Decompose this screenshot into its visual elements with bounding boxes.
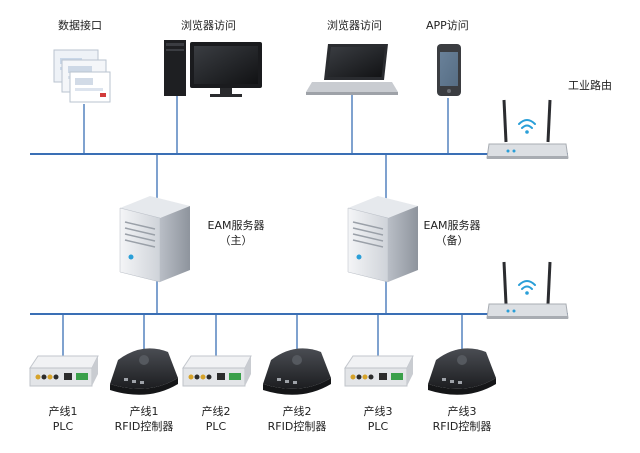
plc-device-1-icon xyxy=(29,355,99,387)
data-interface-icon xyxy=(53,49,111,103)
label-server-primary: EAM服务器 （主） xyxy=(196,218,276,248)
label-device-1: 产线1 PLC xyxy=(33,404,93,434)
label-device-3: 产线2 PLC xyxy=(186,404,246,434)
plc-device-3-icon xyxy=(344,355,414,387)
wifi-icon xyxy=(518,119,536,129)
rfid-controller-3-icon xyxy=(428,348,496,395)
device-line: 产线1 xyxy=(48,405,78,418)
desktop-computer-icon xyxy=(164,40,262,97)
device-line: 产线2 xyxy=(201,405,231,418)
server-primary-name: EAM服务器 xyxy=(207,219,265,232)
device-type: PLC xyxy=(52,420,74,433)
industrial-router-bottom-icon xyxy=(486,261,569,319)
laptop-icon xyxy=(306,44,398,95)
device-type: PLC xyxy=(367,420,389,433)
device-line: 产线3 xyxy=(447,405,477,418)
network-lines xyxy=(30,153,568,315)
label-industrial-router: 工业路由 xyxy=(568,79,612,92)
label-app-access: APP访问 xyxy=(426,19,469,32)
pc-tower xyxy=(164,40,186,96)
device-type: RFID控制器 xyxy=(114,420,174,433)
label-data-interface: 数据接口 xyxy=(58,19,102,32)
server-primary-role: （主） xyxy=(219,234,253,247)
label-device-4: 产线2 RFID控制器 xyxy=(259,404,335,434)
device-line: 产线3 xyxy=(363,405,393,418)
device-line: 产线2 xyxy=(282,405,312,418)
server-backup-icon xyxy=(347,196,418,283)
rfid-controller-1-icon xyxy=(110,348,178,395)
device-type: PLC xyxy=(205,420,227,433)
wifi-icon xyxy=(518,280,536,290)
plc-device-2-icon xyxy=(182,355,252,387)
label-browser-laptop: 浏览器访问 xyxy=(327,19,382,32)
server-primary-icon xyxy=(119,196,190,283)
server-backup-role: （备） xyxy=(435,234,469,247)
server-backup-name: EAM服务器 xyxy=(423,219,481,232)
label-device-6: 产线3 RFID控制器 xyxy=(424,404,500,434)
label-device-5: 产线3 PLC xyxy=(348,404,408,434)
label-browser-desktop: 浏览器访问 xyxy=(181,19,236,32)
rfid-controller-2-icon xyxy=(263,348,331,395)
smartphone-icon xyxy=(437,44,461,96)
device-line: 产线1 xyxy=(129,405,159,418)
device-type: RFID控制器 xyxy=(432,420,492,433)
label-device-2: 产线1 RFID控制器 xyxy=(106,404,182,434)
label-server-backup: EAM服务器 （备） xyxy=(412,218,492,248)
industrial-router-top-icon xyxy=(486,99,569,159)
device-type: RFID控制器 xyxy=(267,420,327,433)
